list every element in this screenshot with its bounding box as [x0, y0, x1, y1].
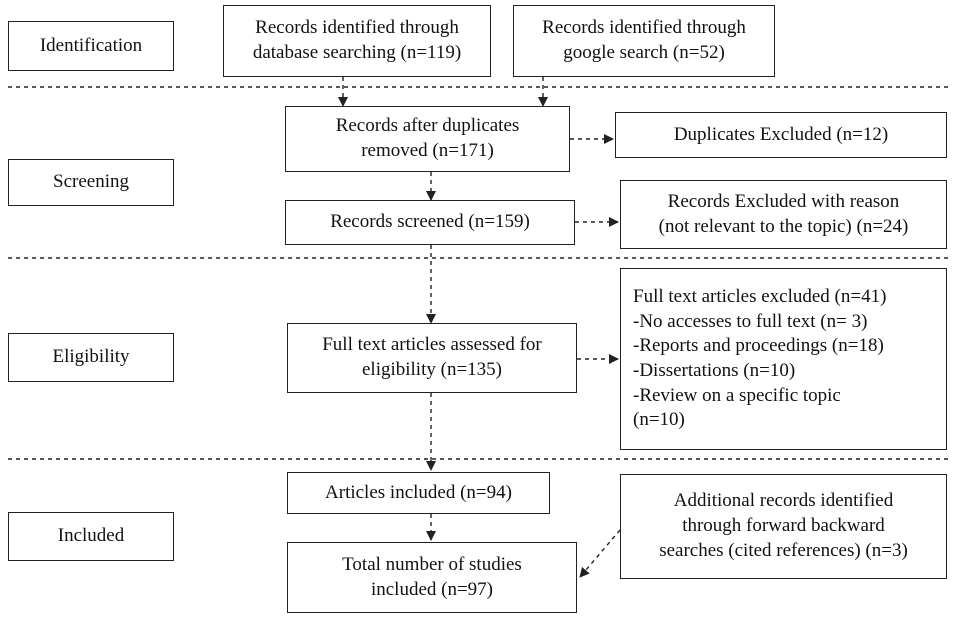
full-text-excluded-line-5: -Review on a specific topic [633, 384, 841, 406]
stage-screening: Screening [8, 159, 174, 206]
after-duplicates-line-2: removed (n=171) [361, 140, 494, 161]
database-search-box: Records identified through database sear… [223, 5, 491, 77]
articles-included-box: Articles included (n=94) [287, 472, 550, 514]
stage-screening-label: Screening [53, 171, 129, 193]
additional-records-line-1: Additional records identified [673, 490, 894, 512]
stage-identification: Identification [8, 21, 174, 71]
duplicates-excluded-line-1: Duplicates Excluded (n=12) [673, 123, 889, 145]
additional-records-line-3: searches (cited references) (n=3) [659, 539, 908, 561]
additional-records-box: Additional records identified through fo… [620, 474, 947, 579]
full-text-excluded-box: Full text articles excluded (n=41) -No a… [620, 268, 947, 450]
stage-included: Included [8, 512, 174, 561]
excluded-reason-line-2: (not relevant to the topic) (n=24) [658, 215, 909, 237]
excluded-reason-line-1: Records Excluded with reason [667, 190, 900, 212]
after-duplicates-line-1: Records after duplicates [335, 115, 520, 137]
google-search-line-2: google search (n=52) [563, 42, 725, 63]
google-search-line-1: Records identified through [542, 17, 746, 39]
articles-included-line-1: Articles included (n=94) [325, 481, 512, 503]
records-screened-box: Records screened (n=159) [285, 200, 575, 245]
full-text-excluded-line-4: -Dissertations (n=10) [633, 360, 796, 381]
excluded-reason-box: Records Excluded with reason (not releva… [620, 180, 947, 249]
after-duplicates-box: Records after duplicates removed (n=171) [285, 106, 570, 172]
database-search-line-2: database searching (n=119) [252, 42, 462, 63]
full-text-assessed-line-2: eligibility (n=135) [361, 359, 502, 380]
total-included-line-1: Total number of studies [342, 553, 522, 575]
full-text-excluded-line-3: -Reports and proceedings (n=18) [633, 335, 884, 357]
full-text-excluded-line-6: (n=10) [633, 409, 685, 431]
stage-eligibility: Eligibility [8, 333, 174, 382]
full-text-assessed-box: Full text articles assessed for eligibil… [287, 323, 577, 393]
total-included-box: Total number of studies included (n=97) [287, 542, 577, 613]
stage-included-label: Included [57, 525, 125, 547]
arrow-additional-to-total [579, 529, 621, 578]
google-search-box: Records identified through google search… [513, 5, 775, 77]
records-screened-line-1: Records screened (n=159) [330, 211, 530, 233]
full-text-excluded-line-2: -No accesses to full text (n= 3) [633, 310, 868, 332]
duplicates-excluded-box: Duplicates Excluded (n=12) [615, 112, 947, 158]
stage-identification-label: Identification [39, 34, 143, 56]
full-text-assessed-line-1: Full text articles assessed for [322, 334, 542, 356]
full-text-excluded-line-1: Full text articles excluded (n=41) [633, 285, 887, 307]
stage-eligibility-label: Eligibility [52, 346, 130, 368]
database-search-line-1: Records identified through [255, 17, 459, 39]
total-included-line-2: included (n=97) [370, 578, 494, 600]
additional-records-line-2: through forward backward [682, 515, 885, 537]
